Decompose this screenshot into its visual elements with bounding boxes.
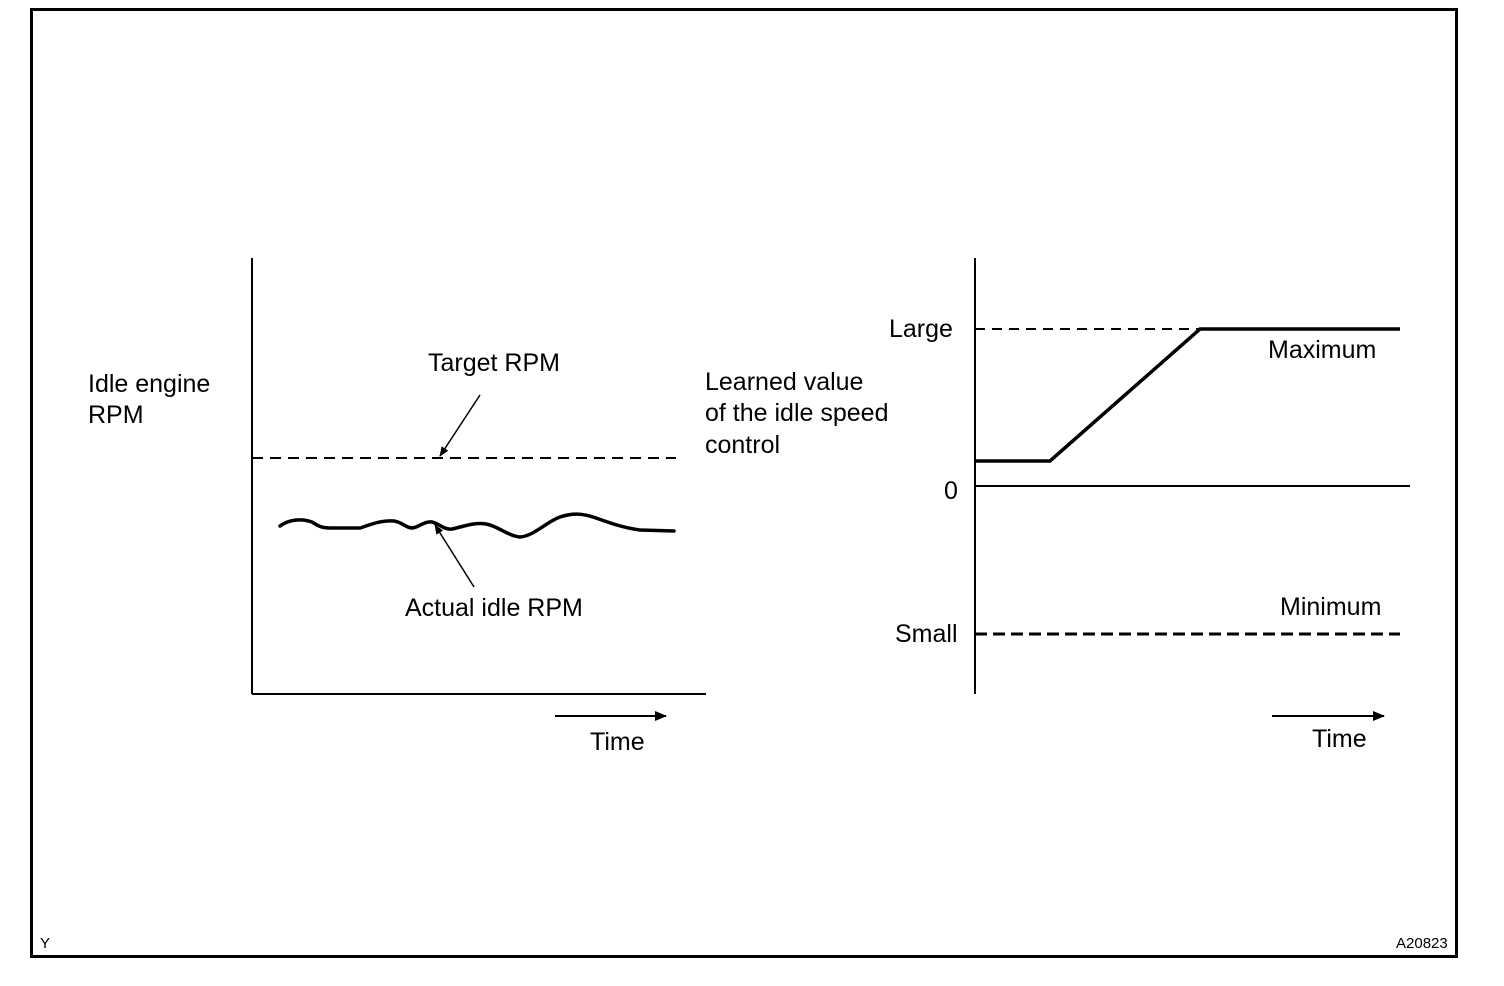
minimum-label: Minimum (1280, 593, 1382, 621)
footer-left-code: Y (40, 935, 51, 952)
right-y-label-line2: of the idle speed (705, 399, 889, 427)
actual-rpm-pointer (434, 524, 475, 588)
maximum-label: Maximum (1268, 336, 1377, 364)
actual-idle-rpm-label: Actual idle RPM (405, 594, 583, 622)
right-y-label-line1: Learned value (705, 368, 864, 396)
figure-frame (30, 8, 1458, 958)
zero-tick-label: 0 (944, 477, 958, 505)
right-y-label-line3: control (705, 431, 781, 459)
left-time-label: Time (590, 728, 645, 756)
left-y-label-line2: RPM (88, 401, 144, 429)
right-time-label: Time (1312, 725, 1367, 753)
large-tick-label: Large (889, 315, 953, 343)
target-rpm-label: Target RPM (428, 349, 560, 377)
actual-idle-rpm-curve (278, 512, 676, 539)
small-tick-label: Small (895, 620, 958, 648)
footer-right-code: A20823 (1396, 935, 1448, 952)
target-rpm-pointer (439, 394, 481, 457)
left-y-label-line1: Idle engine (88, 370, 211, 398)
learned-value-curve (975, 327, 1400, 463)
